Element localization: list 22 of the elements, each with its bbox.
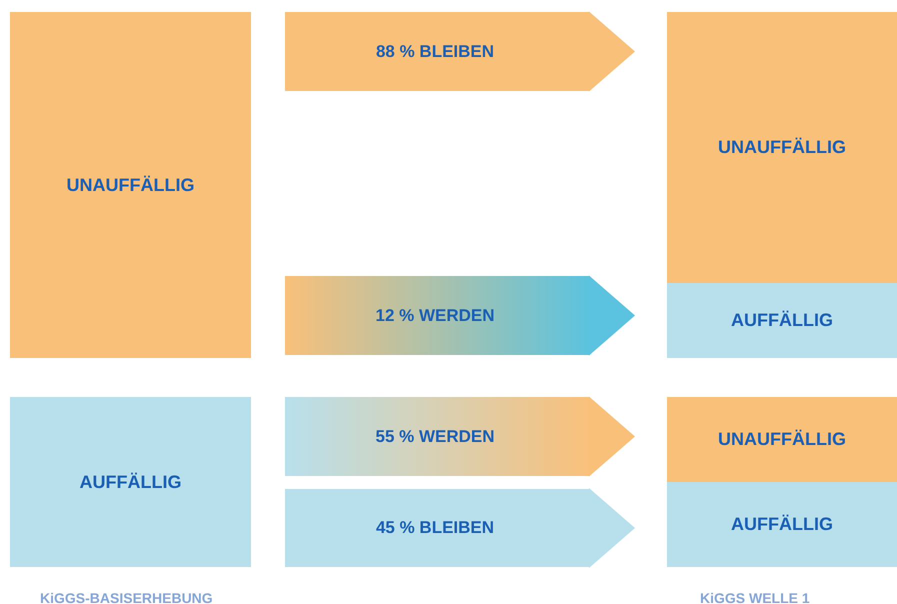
- category-label: UNAUFFÄLLIG: [66, 174, 194, 196]
- category-label: AUFFÄLLIG: [731, 513, 833, 536]
- edge-label: 55 % WERDEN: [375, 426, 495, 448]
- category-label: AUFFÄLLIG: [80, 470, 182, 494]
- arrow: [285, 276, 635, 356]
- category-box: [10, 397, 251, 567]
- arrow: [285, 396, 635, 476]
- caption-text: KiGGS WELLE 1: [700, 589, 810, 604]
- category-box: [667, 482, 897, 567]
- category-box: [667, 12, 897, 283]
- arrow: [285, 12, 635, 92]
- category-label: UNAUFFÄLLIG: [718, 136, 846, 159]
- category-box: [667, 397, 897, 482]
- edge-label: 12 % WERDEN: [375, 304, 495, 327]
- category-label: UNAUFFÄLLIG: [718, 428, 846, 451]
- category-box: [667, 283, 897, 358]
- caption-text: KiGGS-BASISERHEBUNG: [40, 589, 213, 604]
- edge-label: 88 % BLEIBEN: [376, 40, 494, 63]
- category-box: [10, 12, 251, 358]
- arrow: [285, 488, 635, 568]
- category-label: AUFFÄLLIG: [731, 309, 833, 332]
- edge-label: 45 % BLEIBEN: [376, 517, 494, 540]
